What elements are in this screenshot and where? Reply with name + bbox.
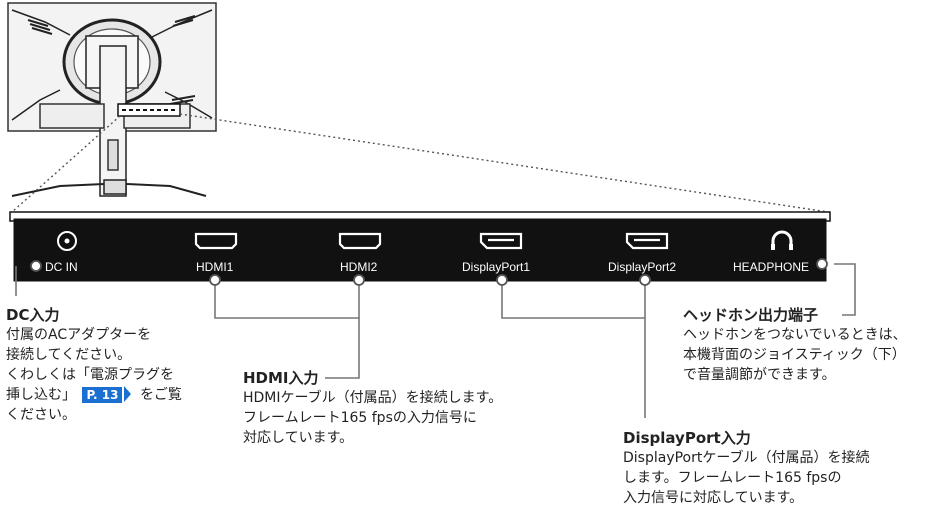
hdmi-input-line-3: 対応しています。: [243, 430, 354, 446]
dc-input-section: DC入力 付属のACアダプターを 接続してください。 くわしくは「電源プラグを …: [6, 305, 231, 425]
headphone-output-section: ヘッドホン出力端子 ヘッドホンをつないでいるときは、 本機背面のジョイスティック…: [683, 305, 945, 385]
hdmi-port-icon: [338, 232, 382, 250]
headphone-icon: [771, 230, 793, 250]
hdmi-input-section: HDMI入力 HDMIケーブル（付属品）を接続します。 フレームレート165 f…: [243, 368, 573, 448]
hdmi-port-icon: [194, 232, 238, 250]
dot-headphone: [816, 258, 828, 270]
displayport-input-line-3: 入力信号に対応しています。: [623, 490, 804, 506]
displayport-input-title: DisplayPort入力: [623, 429, 751, 447]
dot-hdmi1: [209, 274, 221, 286]
hdmi-input-line-2: フレームレート165 fpsの入力信号に: [243, 410, 477, 426]
dc-input-line-5: ください。: [6, 407, 76, 423]
page-reference-arrow-icon: [124, 386, 132, 402]
dot-dc-in: [30, 260, 42, 272]
port-label-displayport1: DisplayPort1: [462, 260, 531, 274]
page-reference-link[interactable]: P. 13: [82, 387, 123, 403]
leader-right: [179, 113, 829, 213]
dc-input-title: DC入力: [6, 306, 60, 324]
dc-ref-suffix: をご覧: [139, 387, 182, 403]
port-label-headphone: HEADPHONE: [733, 260, 810, 274]
port-panel: [9, 211, 831, 282]
dc-ref-prefix: 挿し込む」: [6, 387, 76, 403]
dc-input-line-3: くわしくは「電源プラグを: [6, 367, 174, 383]
hdmi-input-line-1: HDMIケーブル（付属品）を接続します。: [243, 390, 503, 406]
headphone-output-line-2: 本機背面のジョイスティック（下）: [683, 347, 906, 363]
displayport-icon: [479, 232, 523, 250]
headphone-output-line-1: ヘッドホンをつないでいるときは、: [683, 327, 907, 343]
port-label-hdmi2: HDMI2: [340, 260, 378, 274]
dc-input-line-1: 付属のACアダプターを: [6, 327, 152, 343]
displayport-input-section: DisplayPort入力 DisplayPortケーブル（付属品）を接続 しま…: [623, 428, 938, 508]
connector-dots: [30, 258, 828, 286]
displayport-input-line-2: します。フレームレート165 fpsの: [623, 470, 842, 486]
port-label-displayport2: DisplayPort2: [608, 260, 677, 274]
callout-lines: [15, 263, 856, 418]
headphone-output-line-3: で音量調節ができます。: [683, 367, 836, 383]
dot-displayport1: [496, 274, 508, 286]
dc-input-line-4: 挿し込む」 P. 13 をご覧: [6, 385, 231, 405]
port-label-dc-in: DC IN: [45, 260, 78, 274]
displayport-icon: [625, 232, 669, 250]
monitor-illustration: [7, 2, 217, 197]
power-jack-icon: [57, 231, 77, 251]
displayport-input-line-1: DisplayPortケーブル（付属品）を接続: [623, 450, 870, 466]
dot-displayport2: [639, 274, 651, 286]
dc-input-line-2: 接続してください。: [6, 347, 132, 363]
hdmi-input-title: HDMI入力: [243, 369, 319, 387]
dot-hdmi2: [353, 274, 365, 286]
leader-left: [11, 115, 121, 213]
port-label-hdmi1: HDMI1: [196, 260, 234, 274]
headphone-output-title: ヘッドホン出力端子: [683, 306, 819, 324]
